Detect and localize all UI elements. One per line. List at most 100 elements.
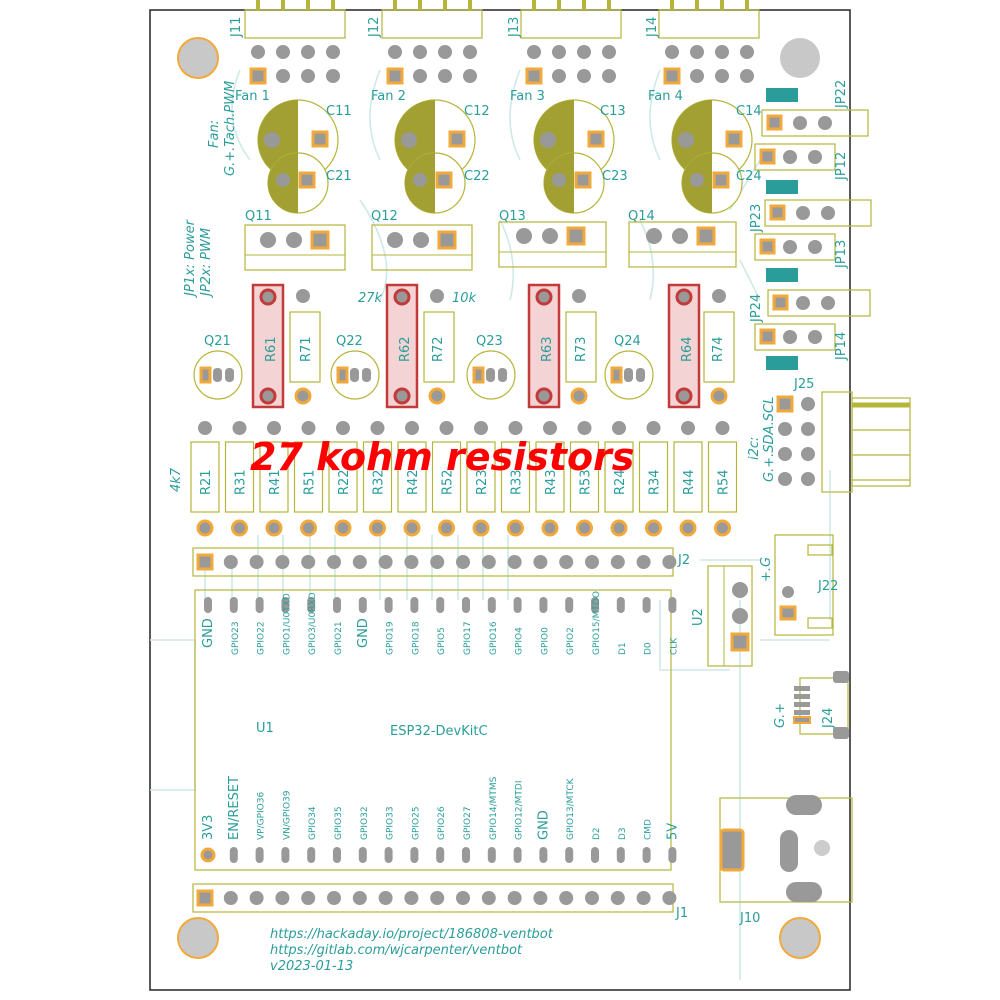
cap-label-c23: C23 [602,169,628,184]
esp32-pin-pad [539,847,548,863]
esp32-bottom-pin-label: D3 [618,827,628,840]
esp32-bottom-pin-label: 5V [665,823,680,840]
header-pin-pad [585,891,599,905]
header-pin-pad [249,555,264,569]
resistor-pad [646,421,661,435]
resistor-pad [679,519,697,537]
fan-section-3 [466,0,622,409]
header-pin-pad [507,891,522,905]
resistor-pad [645,519,662,537]
resistor-pad [543,421,557,435]
header-j2: J2 [192,547,690,577]
mosfet-label-q13: Q13 [499,209,526,224]
jumper-marker [766,88,798,102]
esp32-pin-pad [255,597,264,613]
resistor-pad [474,421,488,435]
header-pin-pad [559,891,574,905]
resistor-body [259,441,289,513]
esp32-bottom-pin-label: CMD [644,819,654,840]
esp32-pin-pad [462,847,470,863]
resistor-pad [265,519,283,537]
jumper-label-jp14: JP14 [834,332,849,361]
header-label-j11: J11 [229,17,244,38]
header-pin-pad [662,891,677,905]
header-pin-pad [610,555,625,569]
transistor-label-q24: Q24 [614,334,641,349]
note-jp-line1: JP1x: Power [183,218,198,299]
connector-j24: J24 G.+ [773,671,849,739]
resistor-body [293,441,324,513]
resistor-pad [403,519,421,537]
esp32-top-pin-label: GPIO15/MTDO [592,591,602,655]
footer-link-gitlab: https://gitlab.com/wjcarpenter/ventbot [270,943,523,958]
note-jp-line2: JP2x: PWM [199,228,214,299]
mounting-hole [779,917,821,959]
resistor-label: R52 [441,469,456,495]
esp32-bottom-pin-label: GND [536,810,551,840]
resistor-body [431,441,462,513]
mosfet-label-q14: Q14 [628,209,655,224]
esp32-top-pin-label: GPIO19 [386,621,396,655]
esp32-pin-pad [668,847,677,863]
esp32-pin-pad [281,597,290,613]
transistor-label-q23: Q23 [476,334,503,349]
resistor-label-r73: R73 [574,336,589,362]
esp32-top-pin-label: GPIO2 [566,627,576,655]
esp32-top-pin-label: GPIO18 [411,621,421,655]
esp32-bottom-pin-label: D2 [592,827,602,840]
esp32-top-pin-label: GPIO5 [437,627,447,655]
esp32-title: ESP32-DevKitC [390,724,488,739]
esp32-pin-pad [229,847,238,863]
esp32-bottom-pin-label: GPIO26 [437,806,447,840]
mosfet-label-q12: Q12 [371,209,398,224]
mosfet-label-q11: Q11 [245,209,272,224]
esp32-pin-pad [255,847,264,863]
esp32-top-pin-label: GPIO17 [463,621,473,655]
resistor-label: R33 [510,469,525,495]
resistor-label: R54 [717,469,732,495]
esp32-pin-pad [333,847,341,863]
resistor-pad [369,519,386,537]
esp32-top-pin-label: GPIO21 [334,621,344,655]
jumper-marker [766,180,798,194]
resistor-pad [336,421,350,435]
esp32-pin-pad [513,597,522,613]
resistor-pad [198,421,212,435]
note-g-plus: G.+ [773,703,788,728]
resistor-label: R41 [268,469,283,495]
esp32-pin-pad [436,847,445,863]
esp32-top-pin-label: GPIO23 [231,621,241,655]
transistor-label-q22: Q22 [336,334,363,349]
connector-j25: J25 i2c: G.+.SDA.SCL [747,377,911,493]
resistor-label: R34 [648,469,663,495]
resistor-pad [267,421,281,435]
connector-label-j10: J10 [739,911,760,926]
esp32-pin-pad [513,847,522,863]
resistor-label: R31 [234,469,249,495]
regulator-label-u2: U2 [691,608,706,626]
resistor-body [362,441,393,513]
note-i2c-line1: i2c: [747,437,762,460]
connector-label-j24: J24 [821,708,836,729]
resistor-label: R32 [372,469,387,495]
esp32-top-pin-label: GPIO3/U0RXD [308,592,318,655]
resistor-pad [300,519,317,537]
connector-label-j1: J1 [675,906,688,921]
mounting-holes [177,37,821,959]
regulator-u2: U2 [691,565,753,667]
esp32-top-pin-label: D1 [618,642,628,655]
esp32-bottom-pin-label: GPIO35 [334,806,344,840]
resistor-label-r62: R62 [398,336,413,362]
esp32-bottom-pin-label: GPIO12/MTDI [515,781,525,840]
esp32-pin-pad [591,847,599,863]
resistor-label-r63: R63 [540,336,555,362]
resistor-pad [301,421,316,435]
resistor-label: R44 [682,469,697,495]
esp32-pin-pad [565,597,574,613]
esp32-pin-pad [487,847,496,863]
fan-labels: J11 J12 J13 J14 Fan 1 Fan 2 Fan 3 Fan 4 … [183,17,762,362]
header-pin-pad [585,555,599,569]
header-pin-pad [456,891,470,905]
